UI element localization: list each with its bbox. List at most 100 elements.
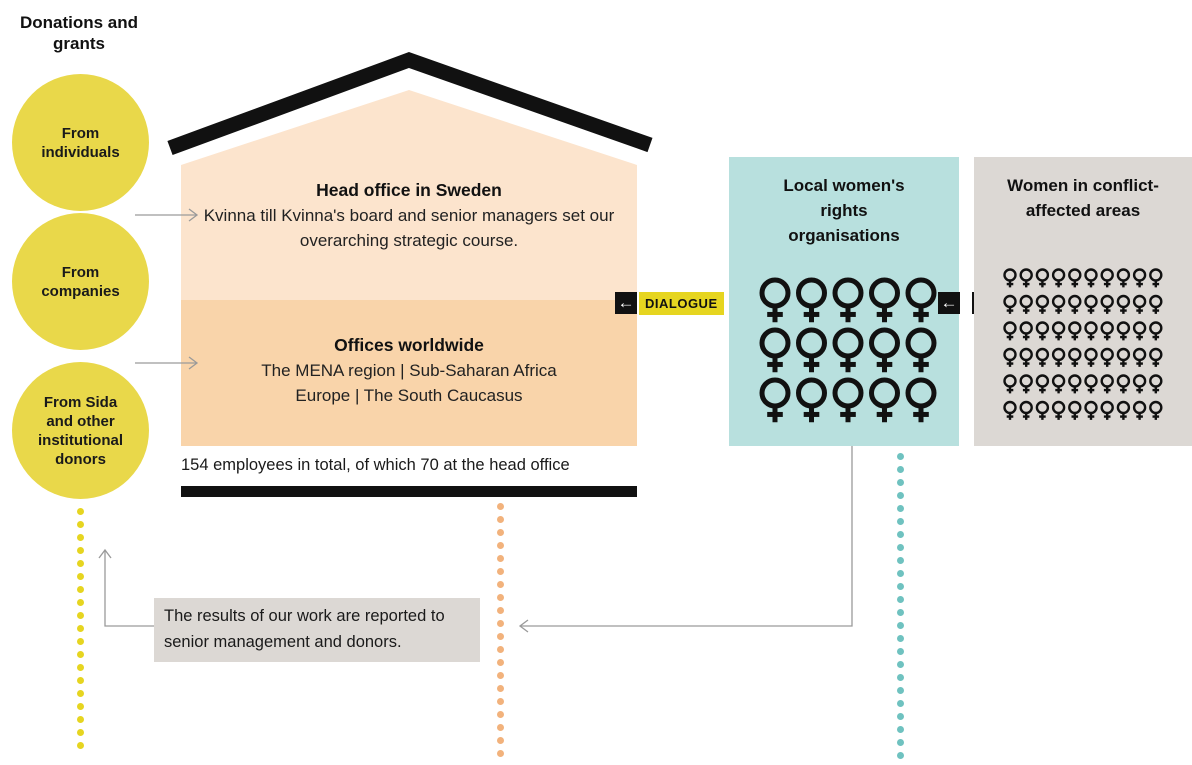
dot (897, 479, 904, 486)
dot (497, 581, 504, 588)
source-label: From companies (41, 263, 120, 300)
offices-block (181, 300, 637, 446)
dot (897, 609, 904, 616)
female-symbol-icon (1019, 294, 1033, 314)
local-orgs-box: Local women's rights organisations (729, 157, 959, 446)
dot (897, 713, 904, 720)
female-symbol-icon (1084, 321, 1098, 341)
dot (77, 560, 84, 567)
female-symbol-icon (905, 277, 937, 323)
dot (77, 651, 84, 658)
female-symbol-icon (1100, 347, 1114, 367)
female-symbol-icon (1019, 347, 1033, 367)
female-symbol-icon (869, 277, 900, 323)
female-symbol-icon (1051, 321, 1066, 341)
female-symbol-icon (1003, 321, 1017, 341)
head-office-title: Head office in Sweden (316, 180, 502, 200)
female-symbol-icon (1019, 374, 1033, 394)
arrow-left-icon: ← (938, 292, 960, 314)
dot (497, 698, 504, 705)
female-symbol-icon (832, 327, 864, 373)
dot (77, 508, 84, 515)
female-symbol-icon (1149, 294, 1163, 314)
dot (497, 685, 504, 692)
female-symbol-icon (1132, 321, 1147, 341)
dot (897, 570, 904, 577)
dot (497, 724, 504, 731)
dot (497, 659, 504, 666)
female-symbol-icon (1149, 347, 1163, 367)
female-symbol-icon (905, 327, 937, 373)
female-symbol-icon (1084, 294, 1098, 314)
dot (897, 648, 904, 655)
female-symbol-icon (1003, 400, 1017, 420)
female-symbol-icon (1116, 400, 1131, 420)
report-line-from-local (520, 446, 853, 627)
dot (897, 531, 904, 538)
offices-text: Offices worldwide The MENA region | Sub-… (181, 333, 637, 408)
female-symbol-icon (832, 277, 864, 323)
women-symbols (1003, 268, 1163, 420)
dot (497, 620, 504, 627)
female-symbol-icon (1051, 347, 1066, 367)
female-symbol-icon (1051, 374, 1066, 394)
dot (497, 516, 504, 523)
arrow-head-individuals (188, 208, 199, 222)
female-symbol-icon (1132, 268, 1147, 288)
dot (497, 737, 504, 744)
female-symbol-icon (905, 377, 937, 423)
female-symbol-icon (1149, 268, 1163, 288)
women-box: Women in conflict-affected areas (974, 157, 1192, 446)
female-symbol-icon (1116, 374, 1131, 394)
dot (497, 607, 504, 614)
dot (897, 466, 904, 473)
female-symbol-icon (1003, 294, 1017, 314)
female-symbol-icon (1068, 268, 1082, 288)
female-symbol-icon (1035, 294, 1050, 314)
dot (897, 674, 904, 681)
female-symbol-icon (1084, 347, 1098, 367)
female-symbol-icon (1116, 294, 1131, 314)
female-symbol-icon (1068, 347, 1082, 367)
female-symbol-icon (1003, 347, 1017, 367)
female-symbol-icon (1035, 347, 1050, 367)
dot (77, 612, 84, 619)
head-office-description: Kvinna till Kvinna's board and senior ma… (203, 206, 615, 250)
dot (897, 700, 904, 707)
dot (77, 599, 84, 606)
dot (77, 716, 84, 723)
female-symbol-icon (1019, 268, 1033, 288)
female-symbol-icon (759, 377, 791, 423)
female-symbol-icon (1116, 347, 1131, 367)
dot (897, 505, 904, 512)
dot (497, 633, 504, 640)
dot (897, 739, 904, 746)
female-symbol-icon (1003, 268, 1017, 288)
dot (77, 573, 84, 580)
local-orgs-title: Local women's rights organisations (783, 176, 905, 245)
female-symbol-icon (832, 377, 864, 423)
dot (497, 568, 504, 575)
female-symbol-icon (796, 277, 827, 323)
female-symbol-icon (1068, 321, 1082, 341)
female-symbol-icon (1116, 268, 1131, 288)
female-symbol-icon (1051, 400, 1066, 420)
female-symbol-icon (1019, 321, 1033, 341)
female-symbol-icon (796, 377, 827, 423)
female-symbol-icon (1051, 294, 1066, 314)
offices-line-2: Europe | The South Caucasus (295, 386, 523, 405)
dot (497, 750, 504, 757)
dot (77, 586, 84, 593)
dot (77, 690, 84, 697)
dot (497, 672, 504, 679)
house-roof (167, 52, 653, 156)
female-symbol-icon (1149, 321, 1163, 341)
offices-line-1: The MENA region | Sub-Saharan Africa (261, 361, 557, 380)
dot (897, 557, 904, 564)
female-symbol-icon (1003, 374, 1017, 394)
dot (497, 529, 504, 536)
dot (497, 503, 504, 510)
report-arrow-head (518, 619, 529, 633)
local-orgs-symbols (759, 277, 937, 423)
